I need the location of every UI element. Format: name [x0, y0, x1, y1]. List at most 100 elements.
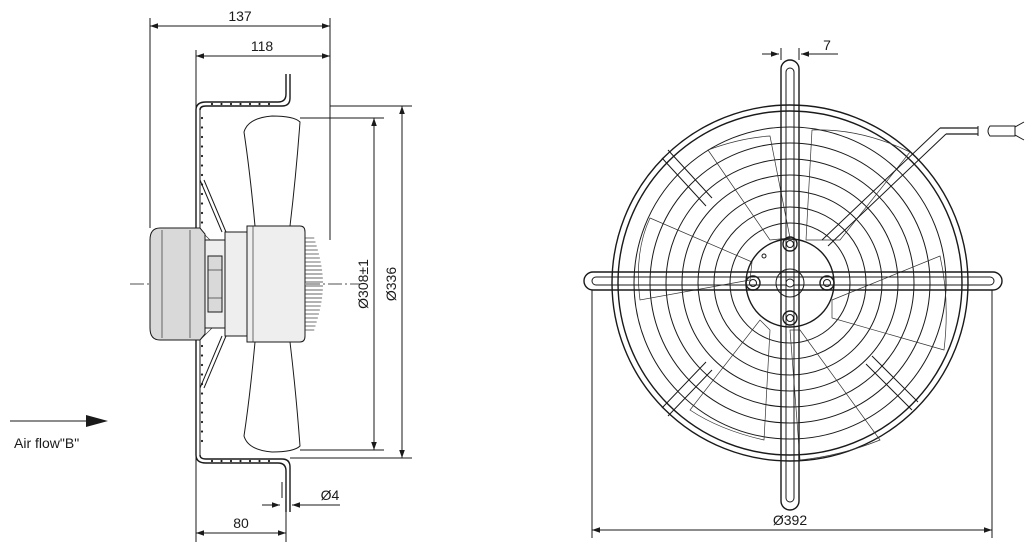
- guard-ring: [617, 110, 963, 456]
- front-hub-inner: [775, 268, 805, 298]
- lower-blade: [243, 341, 301, 453]
- motor-shaft-block: [207, 255, 223, 313]
- bolt-core: [786, 240, 794, 248]
- guard-wire-dot: [200, 363, 204, 367]
- guard-wire-dot: [200, 192, 204, 196]
- guard-wire-dot: [220, 459, 223, 463]
- lower-strut: [199, 335, 227, 389]
- impeller-hub: [246, 225, 306, 343]
- hub-hole: [761, 253, 767, 259]
- motor-rear-housing: [149, 227, 206, 341]
- guard-wire-dot: [200, 116, 204, 120]
- guard-wire-dot: [200, 401, 204, 405]
- dim-guard-depth: 118: [251, 38, 274, 54]
- guard-rings: [611, 104, 969, 462]
- front-view: [583, 48, 1025, 511]
- airflow-label: Air flow"B": [14, 435, 79, 451]
- cable-connector: [977, 125, 1016, 137]
- guard-tie-rods: [661, 127, 947, 417]
- guard-wire-dot: [200, 373, 204, 376]
- front-blade-5: [638, 217, 753, 301]
- guard-top-bracket: [195, 74, 287, 111]
- guard-wire-dot: [200, 344, 204, 348]
- power-cable: [940, 127, 978, 135]
- guard-wire-dot: [200, 392, 204, 395]
- airflow-arrow-icon: [86, 415, 108, 427]
- guard-wire-dot: [239, 459, 242, 463]
- side-view: [130, 74, 360, 512]
- guard-wire-dot: [200, 202, 204, 205]
- guard-ring: [649, 142, 931, 424]
- guard-wire-dot: [239, 102, 242, 106]
- guard-wire-dot: [200, 439, 204, 443]
- guard-ring: [713, 206, 867, 360]
- tie-rod-sw: [661, 361, 713, 417]
- guard-wire-dot: [267, 459, 271, 463]
- guard-wire-dot: [200, 154, 204, 158]
- front-blade-2: [831, 255, 947, 351]
- guard-ring: [681, 174, 899, 392]
- airflow-indicator: Air flow"B": [10, 415, 108, 451]
- guard-wire-dot: [210, 102, 214, 106]
- cable-wires: [1014, 121, 1025, 141]
- mount-bolts: [745, 236, 835, 326]
- guard-wire-dot: [267, 102, 271, 106]
- guard-wire-dot: [200, 211, 204, 215]
- guard-wire-dot: [200, 411, 204, 414]
- guard-wire-dot: [258, 459, 261, 463]
- guard-top-bracket-inner: [199, 74, 291, 111]
- front-blade-1: [805, 129, 911, 241]
- upper-strut: [199, 179, 227, 233]
- guard-bottom-bracket: [195, 454, 287, 512]
- guard-wire-dot: [258, 102, 261, 106]
- front-blade-6: [707, 135, 791, 241]
- bolt-core: [786, 314, 794, 322]
- bolt-head: [819, 275, 835, 291]
- cable-rod-ne: [821, 127, 947, 247]
- dim-guard-inner-diameter: Ø336: [383, 267, 399, 301]
- dim-impeller-diameter: Ø308±1: [355, 259, 371, 309]
- motor-body: [224, 231, 248, 337]
- front-blade-4: [689, 319, 771, 441]
- guard-ring: [665, 158, 915, 408]
- dim-mount-hole-diameter: Ø4: [321, 487, 340, 503]
- guard-ring: [611, 104, 969, 462]
- guard-wire-dot: [200, 420, 204, 424]
- guard-wire-dot: [200, 430, 204, 433]
- bolt-core: [749, 279, 757, 287]
- bolt-head: [782, 236, 798, 252]
- guard-wire-dot: [200, 354, 204, 357]
- guard-wire-dot: [200, 221, 204, 224]
- rotor-cooling-fins: [305, 237, 323, 331]
- dim-slot-width: 7: [823, 37, 831, 53]
- front-blades: [638, 129, 947, 461]
- bolt-core: [823, 279, 831, 287]
- guard-wire-dot: [200, 135, 204, 139]
- guard-wire-dot: [229, 102, 233, 106]
- guard-wire-dot: [200, 173, 204, 177]
- guard-wire-dot: [200, 164, 204, 167]
- horizontal-mount-bar: [583, 271, 1003, 291]
- front-shaft: [785, 278, 795, 288]
- tie-rod-se: [865, 355, 919, 411]
- dim-mount-offset: 80: [233, 515, 249, 531]
- guard-wire-dot: [229, 459, 233, 463]
- guard-wire-dot: [248, 102, 252, 106]
- front-dimensions: 7 Ø392: [591, 37, 993, 538]
- tie-rod-nw: [661, 149, 713, 207]
- guard-wire-dot: [220, 102, 223, 106]
- bolt-head: [782, 310, 798, 326]
- guard-wire-dot: [210, 459, 214, 463]
- guard-ring: [633, 126, 947, 440]
- guard-wire-dot: [200, 145, 204, 148]
- guard-wire-dot: [248, 459, 252, 463]
- guard-ring: [697, 190, 883, 376]
- guard-ring: [729, 222, 851, 344]
- front-blade-3: [789, 329, 881, 461]
- side-dimensions: 137 118 Ø308±1 Ø336 Ø4 80: [149, 8, 412, 542]
- dim-overall-depth: 137: [228, 8, 252, 24]
- guard-bottom-bracket-inner: [199, 454, 291, 512]
- dim-guard-outer-diameter: Ø392: [773, 512, 807, 528]
- bolt-head: [745, 275, 761, 291]
